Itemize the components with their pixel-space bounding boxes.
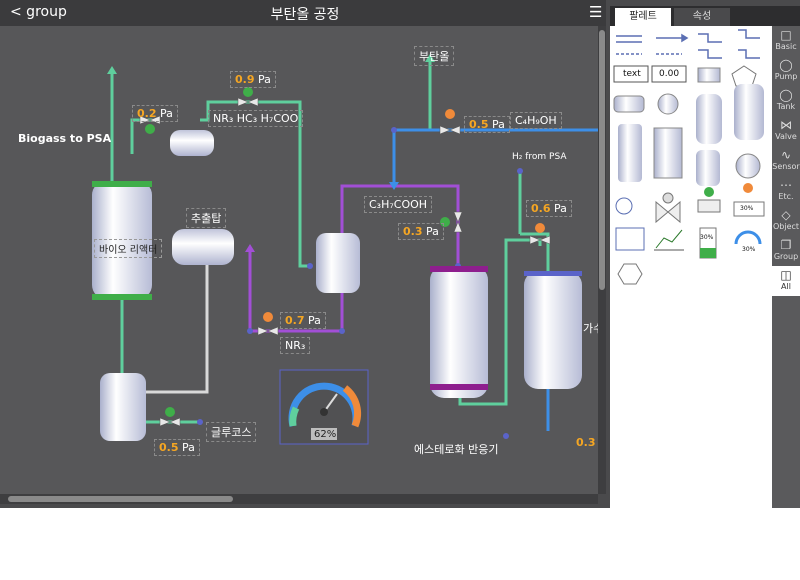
- object-icon: ◇: [781, 208, 791, 222]
- valves[interactable]: [139, 97, 551, 427]
- pressure-readout: 0.2 Pa: [132, 105, 178, 122]
- horizontal-scroll-thumb[interactable]: [8, 496, 233, 502]
- esterification-reactor-tank[interactable]: [430, 266, 488, 398]
- sidebar-item-pump[interactable]: ◯Pump: [772, 56, 800, 86]
- bottom-tank[interactable]: [100, 373, 146, 441]
- nr3-label: NR₃: [280, 337, 311, 354]
- sidebar-item-label: Basic: [775, 42, 797, 51]
- extractor-tank[interactable]: [172, 229, 234, 265]
- pressure-unit: Pa: [554, 202, 567, 215]
- pressure-readout: 0.7 Pa: [280, 312, 326, 329]
- sidebar-item-label: Sensor: [772, 162, 800, 171]
- top-bar: < group 부탄올 공정 ☰: [0, 0, 606, 26]
- extractor-label: 추출탑: [186, 208, 227, 228]
- palette-level-label: 30%: [740, 205, 754, 212]
- pressure-value: 0.9: [235, 73, 255, 86]
- palette-grid[interactable]: [610, 26, 772, 296]
- sidebar-item-label: All: [781, 282, 791, 291]
- pressure-readout: 0.6 Pa: [526, 200, 572, 217]
- tank-icon: ◯: [779, 88, 793, 102]
- horizontal-scrollbar[interactable]: [0, 494, 598, 504]
- h2-label: H₂ from PSA: [512, 152, 567, 162]
- vertical-scrollbar[interactable]: [598, 26, 606, 494]
- pressure-unit: Pa: [492, 118, 505, 131]
- pressure-readout: 0.9 Pa: [230, 71, 276, 88]
- pressure-sensors[interactable]: [145, 87, 545, 417]
- back-button[interactable]: < group: [10, 4, 67, 20]
- sidebar-item-label: Pump: [774, 72, 798, 81]
- sidebar-item-all[interactable]: ◫All: [772, 266, 800, 296]
- sidebar-item-group[interactable]: ❐Group: [772, 236, 800, 266]
- process-canvas[interactable]: Biogass to PSA 바이오 리액터 추출탑 글루코스 부탄올 에스테로…: [0, 26, 598, 494]
- sidebar-item-valve[interactable]: ⋈Valve: [772, 116, 800, 146]
- sidebar-item-label: Valve: [775, 132, 797, 141]
- sidebar-item-label: Object: [772, 222, 800, 231]
- pressure-value: 0.2: [137, 107, 157, 120]
- gauge-value: 62%: [314, 429, 337, 440]
- square-icon: □: [780, 28, 792, 42]
- pressure-value: 0.7: [285, 314, 305, 327]
- pressure-readout: 0.5 Pa: [464, 116, 510, 133]
- app-window: < group 부탄올 공정 ☰: [0, 0, 800, 508]
- middle-tank[interactable]: [316, 233, 360, 293]
- pump-icon: ◯: [779, 58, 793, 72]
- pressure-unit: Pa: [258, 73, 271, 86]
- butanol-label: 부탄올: [414, 46, 455, 66]
- bio-reactor-tank[interactable]: [92, 181, 152, 300]
- tab-properties[interactable]: 속성: [674, 8, 730, 26]
- ester-reactor-label: 에스테로화 반응기: [414, 443, 499, 456]
- palette-level-label: 30%: [700, 234, 714, 241]
- pressure-unit: Pa: [308, 314, 321, 327]
- pressure-unit: Pa: [426, 225, 439, 238]
- valve-icon: ⋈: [780, 118, 792, 132]
- hamburger-menu-icon[interactable]: ☰: [589, 3, 603, 21]
- pressure-readout: 0.3 Pa: [576, 436, 598, 449]
- pressure-unit: Pa: [160, 107, 173, 120]
- sidebar-item-basic[interactable]: □Basic: [772, 26, 800, 56]
- sensor-icon: ∿: [780, 148, 792, 162]
- biogas-label: Biogass to PSA: [18, 132, 112, 145]
- hydrolysis-label: 가수: [583, 322, 598, 335]
- pressure-value: 0.5: [159, 441, 179, 454]
- hydrolysis-tank[interactable]: [524, 271, 582, 389]
- pressure-value: 0.3: [403, 225, 423, 238]
- pressure-value: 0.3: [576, 436, 596, 449]
- group-icon: ❐: [780, 238, 792, 252]
- glucose-label: 글루코스: [206, 422, 257, 442]
- tab-palette[interactable]: 팔레트: [615, 8, 671, 26]
- dots-icon: ⋯: [780, 178, 792, 192]
- all-icon: ◫: [780, 268, 792, 282]
- sidebar-item-object[interactable]: ◇Object: [772, 206, 800, 236]
- vertical-scroll-thumb[interactable]: [599, 30, 605, 290]
- palette-text-item[interactable]: text: [623, 69, 641, 79]
- sidebar-item-sensor[interactable]: ∿Sensor: [772, 146, 800, 176]
- palette-number-item[interactable]: 0.00: [659, 69, 680, 79]
- palette-gauge-label: 30%: [742, 246, 756, 253]
- category-sidebar: □Basic ◯Pump ◯Tank ⋈Valve ∿Sensor ⋯Etc. …: [772, 26, 800, 508]
- sidebar-item-tank[interactable]: ◯Tank: [772, 86, 800, 116]
- sidebar-item-label: Etc.: [778, 192, 794, 201]
- bio-reactor-label: 바이오 리액터: [94, 239, 163, 258]
- pressure-readout: 0.3 Pa: [398, 223, 444, 240]
- c4h9oh-label: C₄H₉OH: [510, 112, 562, 129]
- panel-header-corner: [772, 6, 800, 26]
- c3h7cooh-label: C₃H₇COOH: [364, 196, 433, 213]
- process-diagram: [92, 54, 598, 445]
- pressure-value: 0.5: [469, 118, 489, 131]
- small-horizontal-tank[interactable]: [170, 130, 214, 156]
- flow-arrows: [107, 54, 435, 252]
- page-title: 부탄올 공정: [270, 7, 340, 23]
- sidebar-item-etc[interactable]: ⋯Etc.: [772, 176, 800, 206]
- sidebar-item-label: Group: [773, 252, 799, 261]
- gauge-widget[interactable]: [279, 369, 369, 445]
- pressure-value: 0.6: [531, 202, 551, 215]
- sidebar-item-label: Tank: [776, 102, 796, 111]
- palette-panel: 팔레트 속성: [610, 6, 772, 508]
- pressure-readout: 0.5 Pa: [154, 439, 200, 456]
- pressure-unit: Pa: [182, 441, 195, 454]
- nr3-hc3-label: NR₃ HC₃ H₇COO: [208, 110, 304, 127]
- panel-tabs: 팔레트 속성: [610, 6, 772, 26]
